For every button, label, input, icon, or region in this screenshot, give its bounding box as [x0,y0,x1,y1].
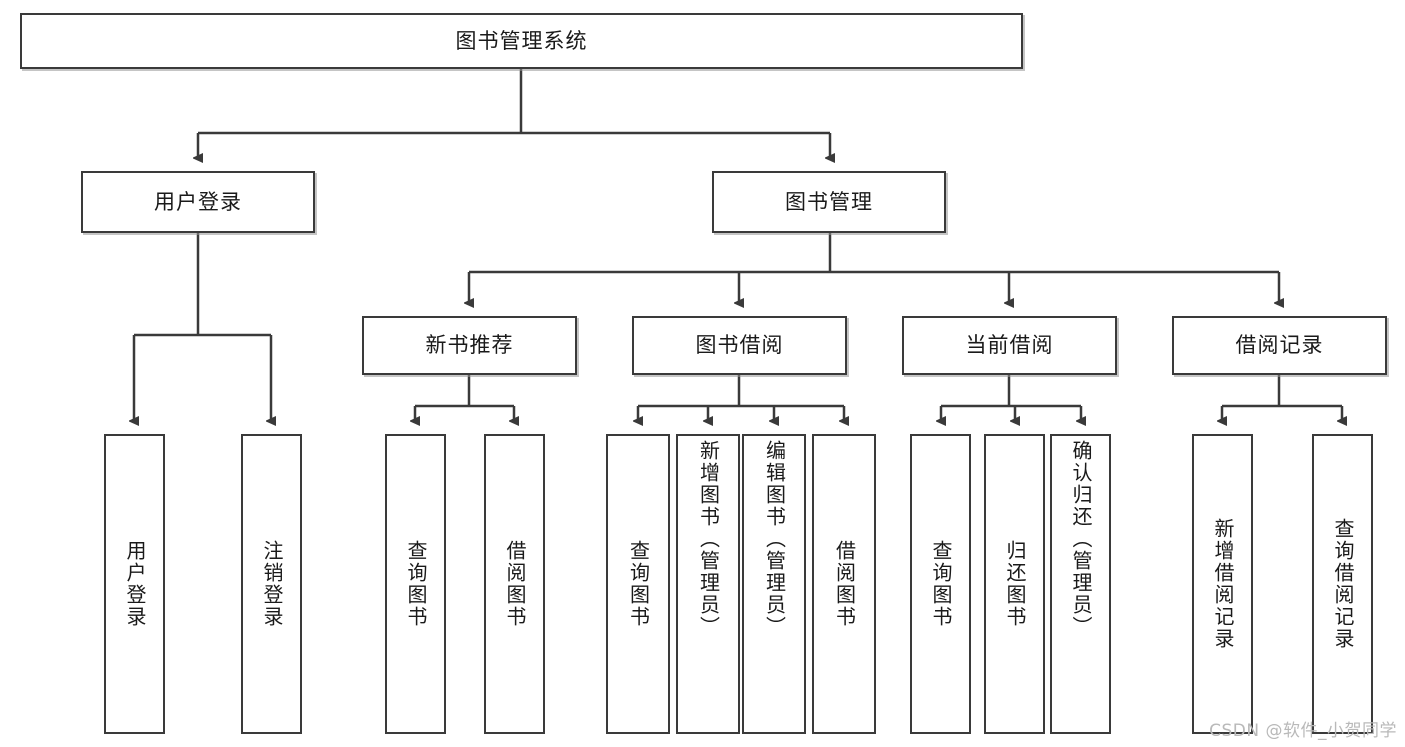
node-label: 新增图书（管理员） [696,440,721,638]
node-label: 当前借阅 [965,333,1054,358]
node-leaf-confirm-return-admin[interactable]: 确认归还（管理员） [1050,434,1111,734]
node-current-borrowing[interactable]: 当前借阅 [902,316,1117,375]
node-label: 查询图书 [404,540,428,628]
node-label: 新书推荐 [425,333,514,358]
node-borrowing-record[interactable]: 借阅记录 [1172,316,1387,375]
node-label: 借阅记录 [1235,333,1324,358]
node-leaf-edit-book-admin[interactable]: 编辑图书（管理员） [742,434,806,734]
node-label: 归还图书 [1003,540,1027,628]
node-book-borrowing[interactable]: 图书借阅 [632,316,847,375]
node-label: 借阅图书 [503,540,527,628]
node-book-management[interactable]: 图书管理 [712,171,946,233]
node-leaf-query-book-nbr[interactable]: 查询图书 [385,434,446,734]
node-label: 新增借阅记录 [1211,518,1235,650]
node-label: 图书借阅 [695,333,784,358]
node-label: 借阅图书 [832,540,857,628]
node-leaf-add-borrow-record[interactable]: 新增借阅记录 [1192,434,1253,734]
node-leaf-query-book-bb[interactable]: 查询图书 [606,434,670,734]
node-label: 确认归还（管理员） [1069,440,1093,638]
node-user-login[interactable]: 用户登录 [81,171,315,233]
node-new-book-recommendation[interactable]: 新书推荐 [362,316,577,375]
node-root-book-management-system[interactable]: 图书管理系统 [20,13,1023,69]
node-leaf-user-login[interactable]: 用户登录 [104,434,165,734]
node-leaf-return-book[interactable]: 归还图书 [984,434,1045,734]
node-label: 查询图书 [626,540,651,628]
node-label: 用户登录 [123,540,147,628]
node-label: 图书管理系统 [455,28,588,53]
node-leaf-logout[interactable]: 注销登录 [241,434,302,734]
node-label: 用户登录 [154,189,242,214]
node-leaf-query-book-cb[interactable]: 查询图书 [910,434,971,734]
node-leaf-borrow-book-nbr[interactable]: 借阅图书 [484,434,545,734]
node-label: 查询借阅记录 [1331,518,1355,650]
node-label: 图书管理 [785,189,873,214]
node-label: 查询图书 [929,540,953,628]
node-leaf-borrow-book-bb[interactable]: 借阅图书 [812,434,876,734]
node-leaf-query-borrow-record[interactable]: 查询借阅记录 [1312,434,1373,734]
csdn-watermark: CSDN @软件_小贺同学 [1209,721,1397,741]
node-label: 注销登录 [260,540,284,628]
node-leaf-add-book-admin[interactable]: 新增图书（管理员） [676,434,740,734]
node-label: 编辑图书（管理员） [762,440,787,638]
